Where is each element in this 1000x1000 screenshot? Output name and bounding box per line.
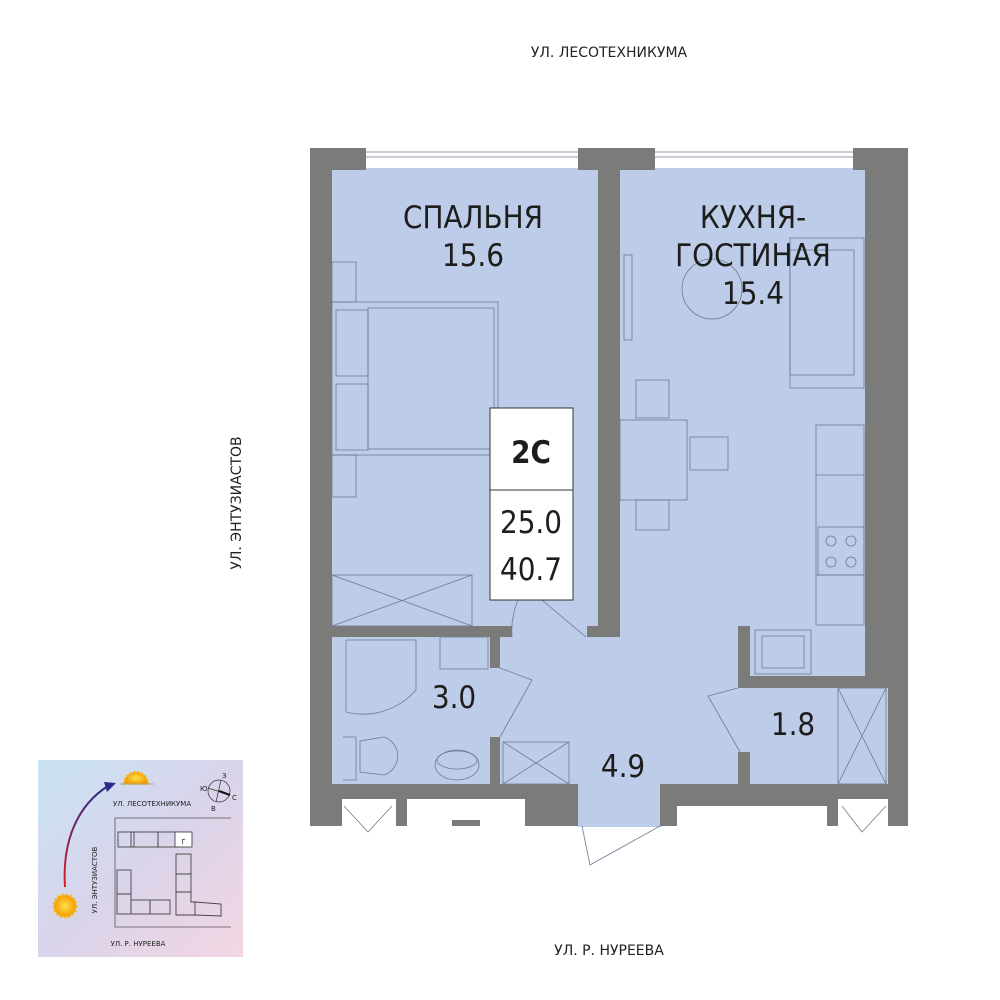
furniture xyxy=(331,237,887,785)
minimap-south-street: УЛ. Р. НУРЕЕВА xyxy=(111,940,166,948)
street-west-label: УЛ. ЭНТУЗИАСТОВ xyxy=(229,436,245,569)
sunrise-icon xyxy=(120,771,154,785)
windows xyxy=(366,148,853,168)
storage-area: 1.8 xyxy=(771,707,815,743)
bedroom-area: 15.6 xyxy=(442,238,504,274)
sun-icon xyxy=(52,893,78,919)
apartment-info-box: 2С 25.0 40.7 xyxy=(489,407,574,601)
vent xyxy=(452,820,480,826)
location-minimap: З Ю С В УЛ. ЛЕСОТЕХНИКУМА УЛ. ЭНТУЗИАСТО… xyxy=(38,760,243,957)
compass-w: Ю xyxy=(200,785,208,793)
minimap-west-street: УЛ. ЭНТУЗИАСТОВ xyxy=(91,846,99,913)
compass-e: С xyxy=(232,794,237,802)
living-area: 25.0 xyxy=(500,505,562,541)
kitchen-name-line1: КУХНЯ- xyxy=(700,200,806,236)
bathroom-area: 3.0 xyxy=(432,680,476,716)
minimap-north-street: УЛ. ЛЕСОТЕХНИКУМА xyxy=(113,800,191,808)
minimap-current-section xyxy=(174,831,193,848)
walls xyxy=(310,148,908,826)
street-north-label: УЛ. ЛЕСОТЕХНИКУМА xyxy=(531,45,688,61)
minimap-section-label: Г xyxy=(181,838,185,846)
kitchen-area: 15.4 xyxy=(722,276,784,312)
street-south-label: УЛ. Р. НУРЕЕВА xyxy=(554,943,664,959)
doors xyxy=(343,589,887,866)
apartment-type: 2С xyxy=(511,435,551,471)
bedroom-name: СПАЛЬНЯ xyxy=(403,200,543,236)
minimap-buildings xyxy=(116,831,222,917)
wall-openings xyxy=(342,799,888,826)
hall-area: 4.9 xyxy=(601,749,645,785)
compass-n: З xyxy=(222,772,227,780)
total-area: 40.7 xyxy=(500,552,562,588)
compass-icon: З Ю С В xyxy=(200,772,237,813)
sun-path-arrow xyxy=(63,785,109,888)
compass-s: В xyxy=(211,805,216,813)
kitchen-name-line2: ГОСТИНАЯ xyxy=(675,238,831,274)
